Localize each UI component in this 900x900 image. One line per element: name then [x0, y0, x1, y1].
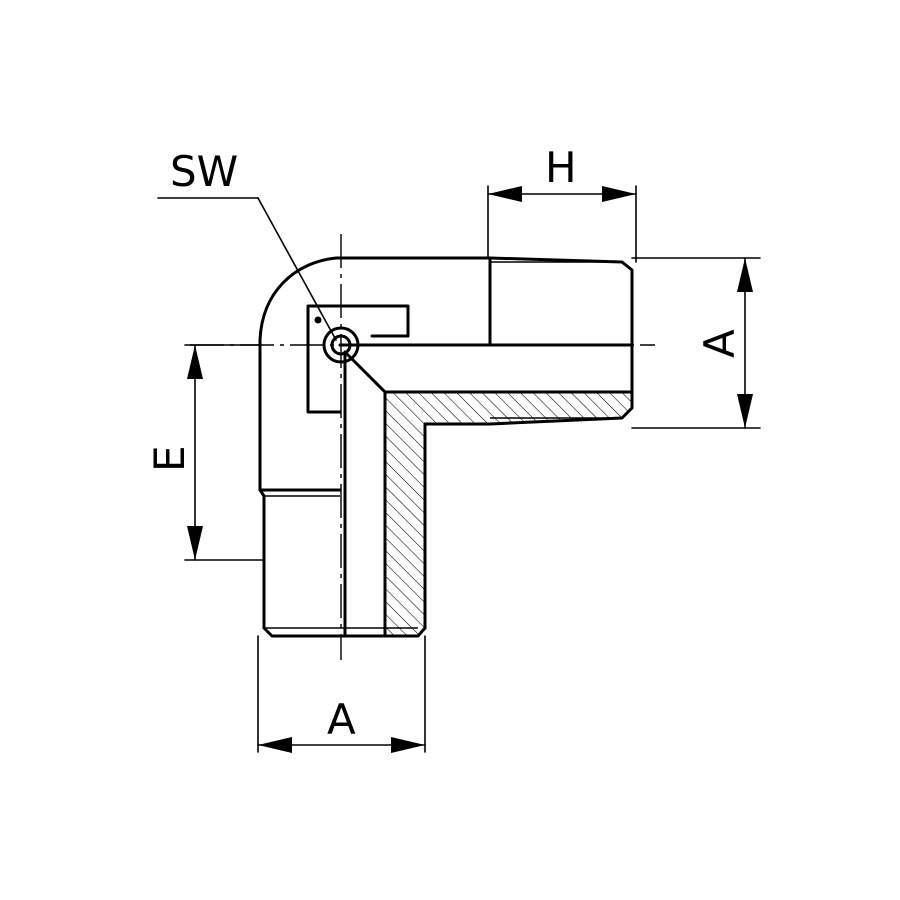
a-right-dimension	[631, 257, 761, 429]
elbow-body-outline	[258, 256, 492, 492]
e-label: E	[145, 445, 194, 472]
sw-leader	[157, 197, 337, 341]
h-dimension	[487, 185, 637, 263]
h-label: H	[545, 143, 577, 192]
e-dimension	[184, 344, 263, 561]
a-bottom-dimension	[257, 635, 426, 753]
a-bottom-label: A	[327, 695, 356, 744]
sw-label: SW	[170, 147, 238, 196]
section-hatching	[385, 392, 632, 636]
a-right-label: A	[695, 329, 744, 358]
inner-bore	[338, 343, 634, 638]
center-lines	[190, 234, 655, 660]
